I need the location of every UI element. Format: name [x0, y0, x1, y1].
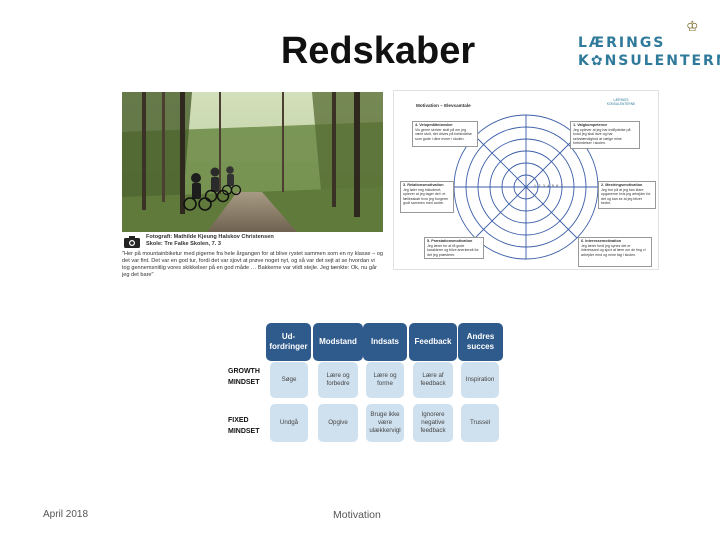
- grid-cell-fixed-5: Trussel: [461, 404, 499, 442]
- footer-date: April 2018: [43, 509, 89, 520]
- caption-quote: "Her på mountainbiketur med pigerne fra …: [122, 251, 383, 278]
- grid-cell-fixed-4: Ignorere negative feedback: [413, 404, 453, 442]
- grid-header-udfordringer: Ud- fordringer: [266, 323, 311, 361]
- grid-header-modstand: Modstand: [313, 323, 363, 361]
- logo-line-1: LÆRINGS: [578, 35, 666, 51]
- grid-cell-fixed-1: Undgå: [270, 404, 308, 442]
- motivation-wheel-document: Motivation – Elevsamtale LÆRINGS KONSULE…: [393, 90, 659, 270]
- row-label-growth: GROWTH MINDSET: [228, 368, 260, 386]
- grid-cell-fixed-2: Opgive: [318, 404, 358, 442]
- grid-cell-growth-5: Inspiration: [461, 362, 499, 398]
- forest-bike-photo: [122, 92, 383, 232]
- photo-caption: Fotografi: Mathilde Kjeung Halskov Chris…: [122, 234, 384, 284]
- wheel-title: Motivation – Elevsamtale: [416, 103, 471, 108]
- logo: LÆRINGS K✿NSULENTERNE: [578, 34, 720, 70]
- caption-school: Skole: Tre Falke Skolen, 7. 3: [146, 241, 221, 247]
- rider-2: [204, 167, 230, 203]
- wheel-logo: LÆRINGS KONSULENTERNE: [606, 98, 636, 106]
- grid-cell-growth-3: Lære og forme: [366, 362, 404, 398]
- wheel-scale: 1234567: [534, 184, 566, 188]
- logo-line-2: K✿NSULENTERNE: [578, 53, 720, 69]
- grid-header-feedback: Feedback: [409, 323, 457, 361]
- grid-header-andres-succes: Andres succes: [458, 323, 503, 361]
- camera-icon: [124, 236, 140, 248]
- grid-cell-fixed-3: Bruge ikke være ulækkervigl: [366, 404, 404, 442]
- grid-header-indsats: Indsats: [363, 323, 407, 361]
- crown-icon: ♔: [686, 18, 699, 34]
- footer-center-text: Motivation: [333, 509, 381, 521]
- forest-photo-image: [122, 92, 383, 232]
- wheel-target-graphic: [453, 114, 599, 260]
- caption-title: Fotografi: Mathilde Kjeung Halskov Chris…: [146, 234, 274, 240]
- grid-cell-growth-1: Søge: [270, 362, 308, 398]
- grid-cell-growth-2: Lære og forbedre: [318, 362, 358, 398]
- rider-3: [221, 166, 242, 196]
- slide-title: Redskaber: [280, 30, 476, 72]
- grid-cell-growth-4: Lære af feedback: [413, 362, 453, 398]
- rider-1: [183, 173, 212, 211]
- row-label-fixed: FIXED MINDSET: [228, 417, 260, 435]
